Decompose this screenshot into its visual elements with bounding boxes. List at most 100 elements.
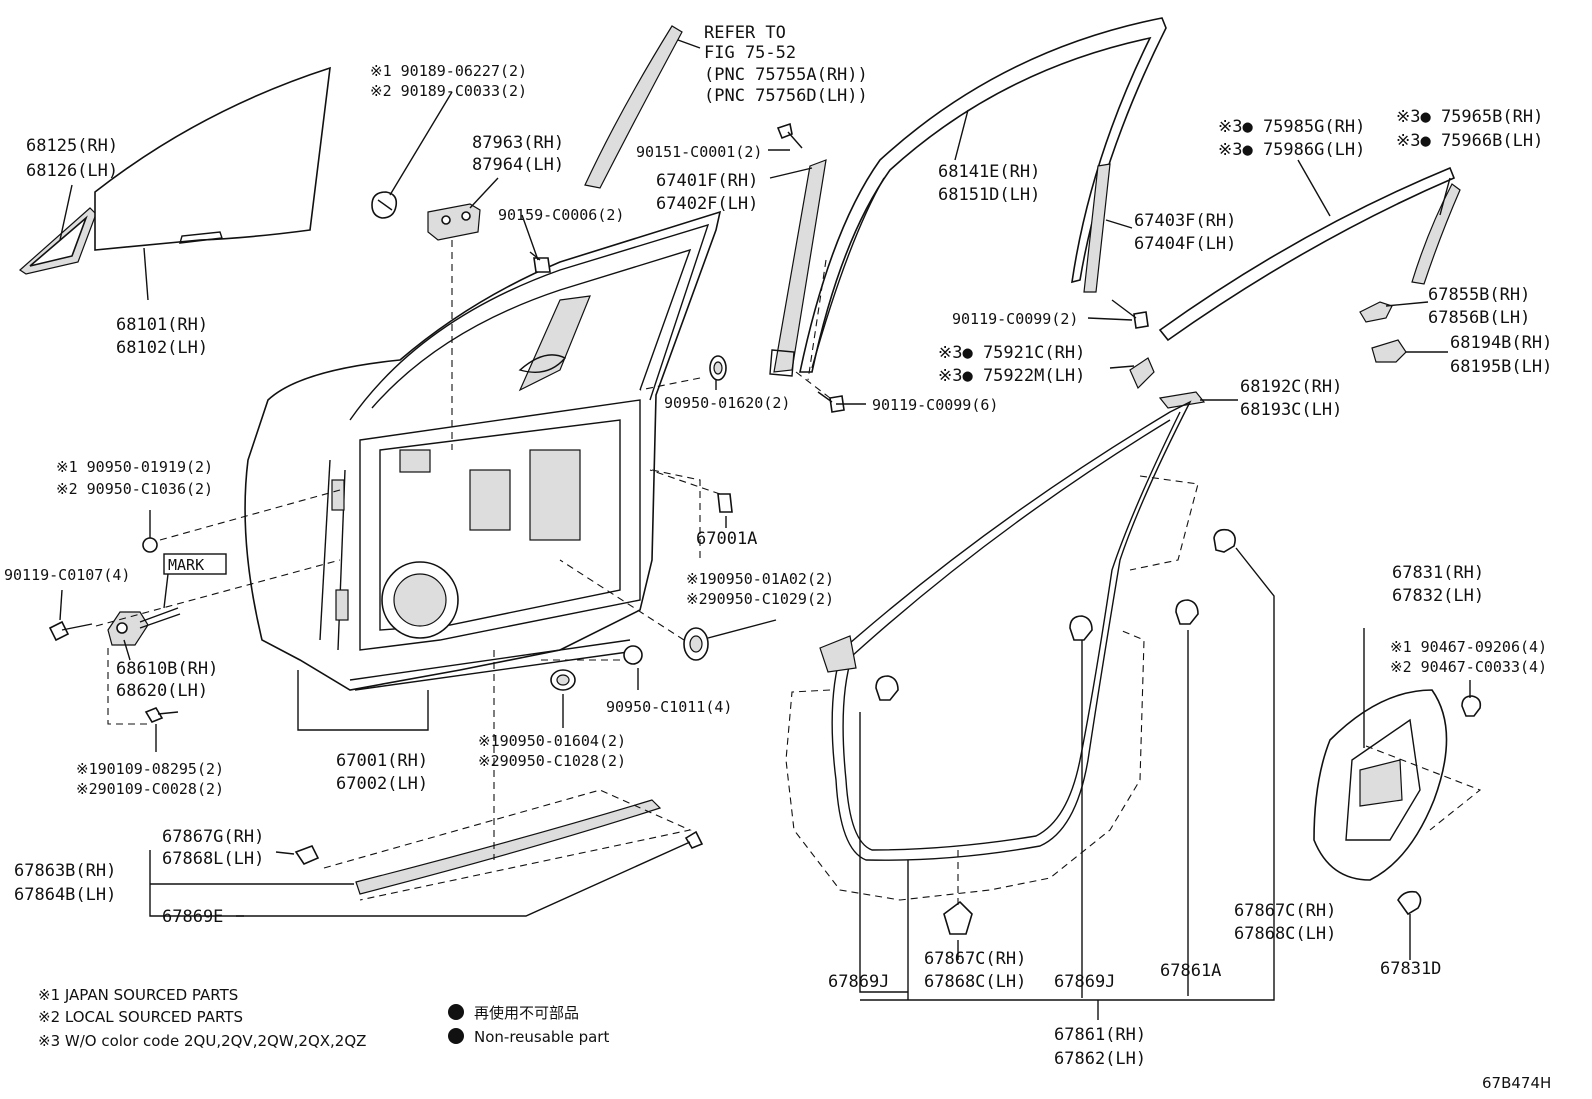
label-67861: 67861(RH) <box>1054 1025 1146 1045</box>
label-90950-01919: ※1 90950-01919(2) <box>56 458 213 476</box>
plug-90950-01620 <box>709 355 727 381</box>
note-color-code: ※3 W/O color code 2QU,2QV,2QW,2QX,2QZ <box>38 1032 366 1050</box>
clip-68194-part <box>1371 339 1407 363</box>
leader-lines <box>59 39 1471 1020</box>
clip-90189 <box>371 191 398 219</box>
label-90119-c0099-2: 90119-C0099(2) <box>952 310 1078 328</box>
non-reusable-dot-icon <box>448 1028 464 1044</box>
label-67869e: 67869E <box>162 907 223 927</box>
label-refer-4: (PNC 75756D(LH)) <box>704 86 868 106</box>
label-75986: ※3● 75986G(LH) <box>1218 140 1365 160</box>
clip-67867c-b <box>1069 615 1093 641</box>
label-67831: 67831(RH) <box>1392 563 1484 583</box>
clip-67867c-e <box>943 900 973 935</box>
label-87963: 87963(RH) <box>472 133 564 153</box>
label-68620: 68620(LH) <box>116 681 208 701</box>
plug-90950-01a02 <box>683 627 709 661</box>
clip-67867c-a <box>875 675 899 701</box>
label-67855: 67855B(RH) <box>1428 285 1530 305</box>
note-non-reusable-en: Non-reusable part <box>474 1028 609 1046</box>
label-68610: 68610B(RH) <box>116 659 218 679</box>
label-90151: 90151-C0001(2) <box>636 143 762 161</box>
note-local-sourced: ※2 LOCAL SOURCED PARTS <box>38 1008 243 1026</box>
label-67864: 67864B(LH) <box>14 885 116 905</box>
label-75966: ※3● 75966B(LH) <box>1396 131 1543 151</box>
plug-90950-01919 <box>142 537 158 553</box>
label-90467-09206: ※1 90467-09206(4) <box>1390 638 1547 656</box>
label-67867g: 67867G(RH) <box>162 827 264 847</box>
clip-90467 <box>1461 695 1482 717</box>
bracket-87963 <box>427 203 481 241</box>
door-glass-part <box>94 66 331 251</box>
label-90159: 90159-C0006(2) <box>498 206 624 224</box>
label-refer-2: FIG 75-52 <box>704 43 796 63</box>
pad-67001a <box>717 493 733 513</box>
mark-box <box>163 553 227 575</box>
label-90950-01620: 90950-01620(2) <box>664 394 790 412</box>
label-67868c-right: 67868C(LH) <box>1234 924 1336 944</box>
label-90950-c1011: 90950-C1011(4) <box>606 698 732 716</box>
label-67401: 67401F(RH) <box>656 171 758 191</box>
label-90950-c1036: ※2 90950-C1036(2) <box>56 480 213 498</box>
label-90467-c0033: ※2 90467-C0033(4) <box>1390 658 1547 676</box>
label-68101: 68101(RH) <box>116 315 208 335</box>
lower-weatherstrip-67863-part <box>323 789 692 901</box>
label-90189b: ※2 90189-C0033(2) <box>370 82 527 100</box>
label-67867c-center: 67867C(RH) <box>924 949 1026 969</box>
note-non-reusable-jp: 再使用不可部品 <box>474 1004 579 1022</box>
label-87964: 87964(LH) <box>472 155 564 175</box>
part-labels: 68125(RH) 68126(LH) 68101(RH) 68102(LH) … <box>4 23 1552 1069</box>
figure-id: 67B474H <box>1482 1074 1551 1092</box>
non-reusable-dot-icon <box>448 1004 464 1020</box>
label-75921: ※3● 75921C(RH) <box>938 343 1085 363</box>
label-67002: 67002(LH) <box>336 774 428 794</box>
label-90119-c0099-6: 90119-C0099(6) <box>872 396 998 414</box>
bolt-90109 <box>144 707 179 723</box>
service-cover-67831-part <box>1313 689 1448 881</box>
dashed-connection-lines <box>95 240 1482 910</box>
plug-90950-c1011 <box>623 645 643 665</box>
label-68194: 68194B(RH) <box>1450 333 1552 353</box>
plug-90950-01604 <box>550 669 576 691</box>
screw-90151 <box>776 122 803 149</box>
label-75985: ※3● 75985G(RH) <box>1218 117 1365 137</box>
label-refer-1: REFER TO <box>704 23 786 43</box>
label-67861a: 67861A <box>1160 961 1221 981</box>
bolt-90119-c0107 <box>48 620 93 642</box>
label-67404: 67404F(LH) <box>1134 234 1236 254</box>
label-mark: MARK <box>168 556 204 574</box>
note-japan-sourced: ※1 JAPAN SOURCED PARTS <box>38 986 238 1004</box>
molding-75965-part <box>1411 183 1461 285</box>
rear-channel-67403-part <box>1083 163 1111 293</box>
notes-legend: ※1 JAPAN SOURCED PARTS ※2 LOCAL SOURCED … <box>38 986 609 1050</box>
label-68192: 68192C(RH) <box>1240 377 1342 397</box>
label-90950-c1029: ※290950-C1029(2) <box>686 590 834 608</box>
belt-molding-refer-part <box>584 25 683 189</box>
label-90950-01a02: ※190950-01A02(2) <box>686 570 834 588</box>
clip-67831d <box>1397 890 1422 916</box>
label-90109-08295: ※190109-08295(2) <box>76 760 224 778</box>
clip-67867c-d <box>1213 528 1236 553</box>
label-67832: 67832(LH) <box>1392 586 1484 606</box>
label-refer-3: (PNC 75755A(RH)) <box>704 65 868 85</box>
label-75922: ※3● 75922M(LH) <box>938 366 1085 386</box>
bolt-90119-c0099-6 <box>817 391 845 413</box>
label-90189a: ※1 90189-06227(2) <box>370 62 527 80</box>
label-67869j-right: 67869J <box>1054 972 1115 992</box>
label-75965: ※3● 75965B(RH) <box>1396 107 1543 127</box>
label-67856: 67856B(LH) <box>1428 308 1530 328</box>
label-90119-c0107: 90119-C0107(4) <box>4 566 130 584</box>
label-68141: 68141E(RH) <box>938 162 1040 182</box>
label-67001a: 67001A <box>696 529 757 549</box>
clip-67869e <box>684 830 704 849</box>
label-90950-01604: ※190950-01604(2) <box>478 732 626 750</box>
frame-molding-67401-part <box>769 159 827 377</box>
cover-68192-part <box>1158 391 1206 409</box>
weatherstrip-67861-part <box>785 400 1199 901</box>
bolt-90119-c0099-2 <box>1111 299 1149 329</box>
door-shell-part <box>244 210 722 691</box>
clip-67867g <box>294 844 320 865</box>
label-67868c-center: 67868C(LH) <box>924 972 1026 992</box>
glass-run-68141-part <box>799 17 1167 373</box>
